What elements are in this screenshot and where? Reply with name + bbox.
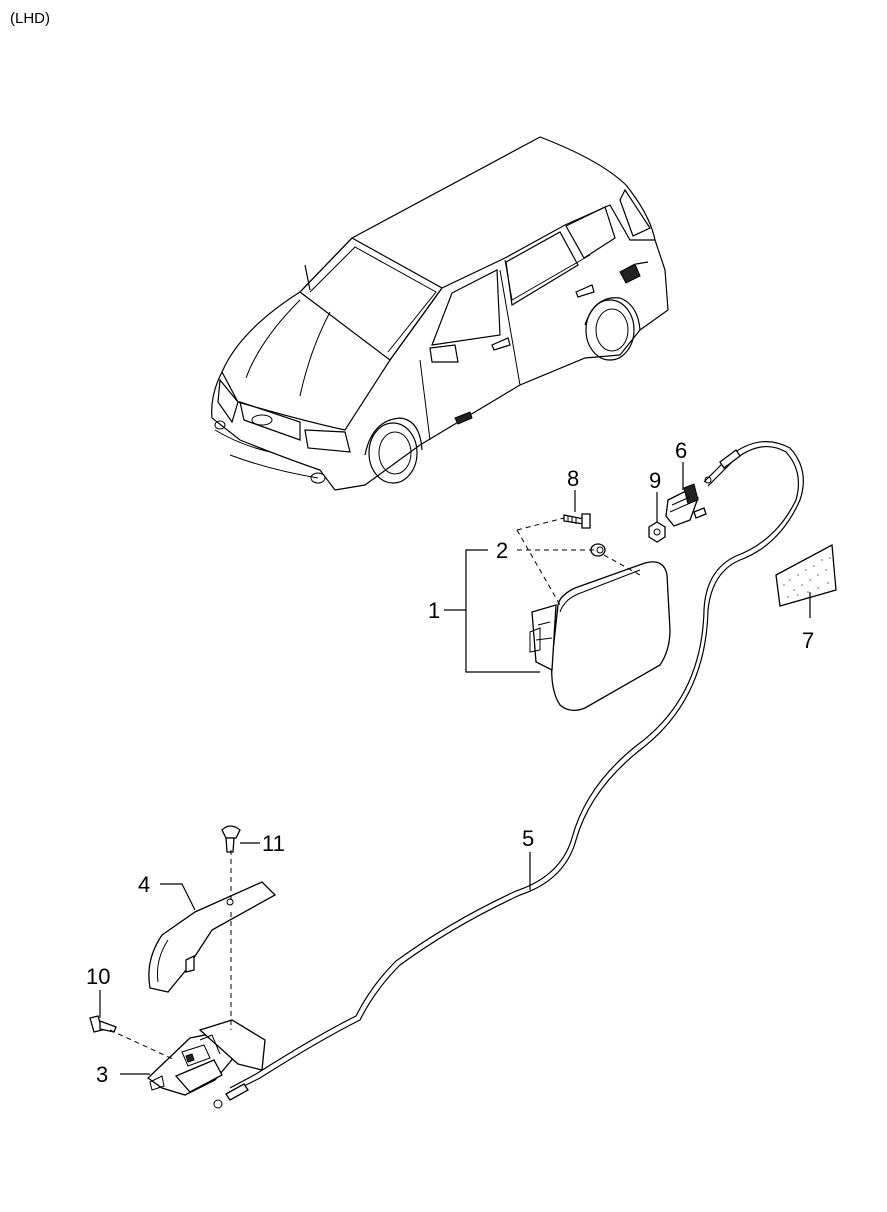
release-handle [146,1019,266,1096]
callout-1: 1 [428,598,440,623]
callout-8: 8 [567,466,579,491]
variant-label: (LHD) [10,10,50,27]
callouts: 2 1 3 4 5 6 7 8 9 10 11 [86,438,814,1087]
screw-11 [221,825,241,853]
callout-4: 4 [138,872,150,897]
callout-9: 9 [649,468,661,493]
leader-lines [99,462,811,1075]
release-cable [213,441,804,1109]
assembly-guide-lines [109,517,641,1061]
callout-7: 7 [802,628,814,653]
screw-8 [563,513,591,529]
nut-9 [648,521,666,543]
callout-5: 5 [522,826,534,851]
fuel-filler-door [529,561,671,712]
opener-actuator [665,483,707,527]
bolt-10 [89,1015,117,1033]
callout-6: 6 [675,438,687,463]
callout-3: 3 [96,1062,108,1087]
handle-cover [148,881,277,993]
insulation-pad [775,543,837,607]
callout-11: 11 [262,831,285,856]
vehicle-illustration [211,136,669,491]
callout-2: 2 [496,538,508,563]
callout-10: 10 [86,964,110,989]
fuel-door-bumper [590,543,606,557]
